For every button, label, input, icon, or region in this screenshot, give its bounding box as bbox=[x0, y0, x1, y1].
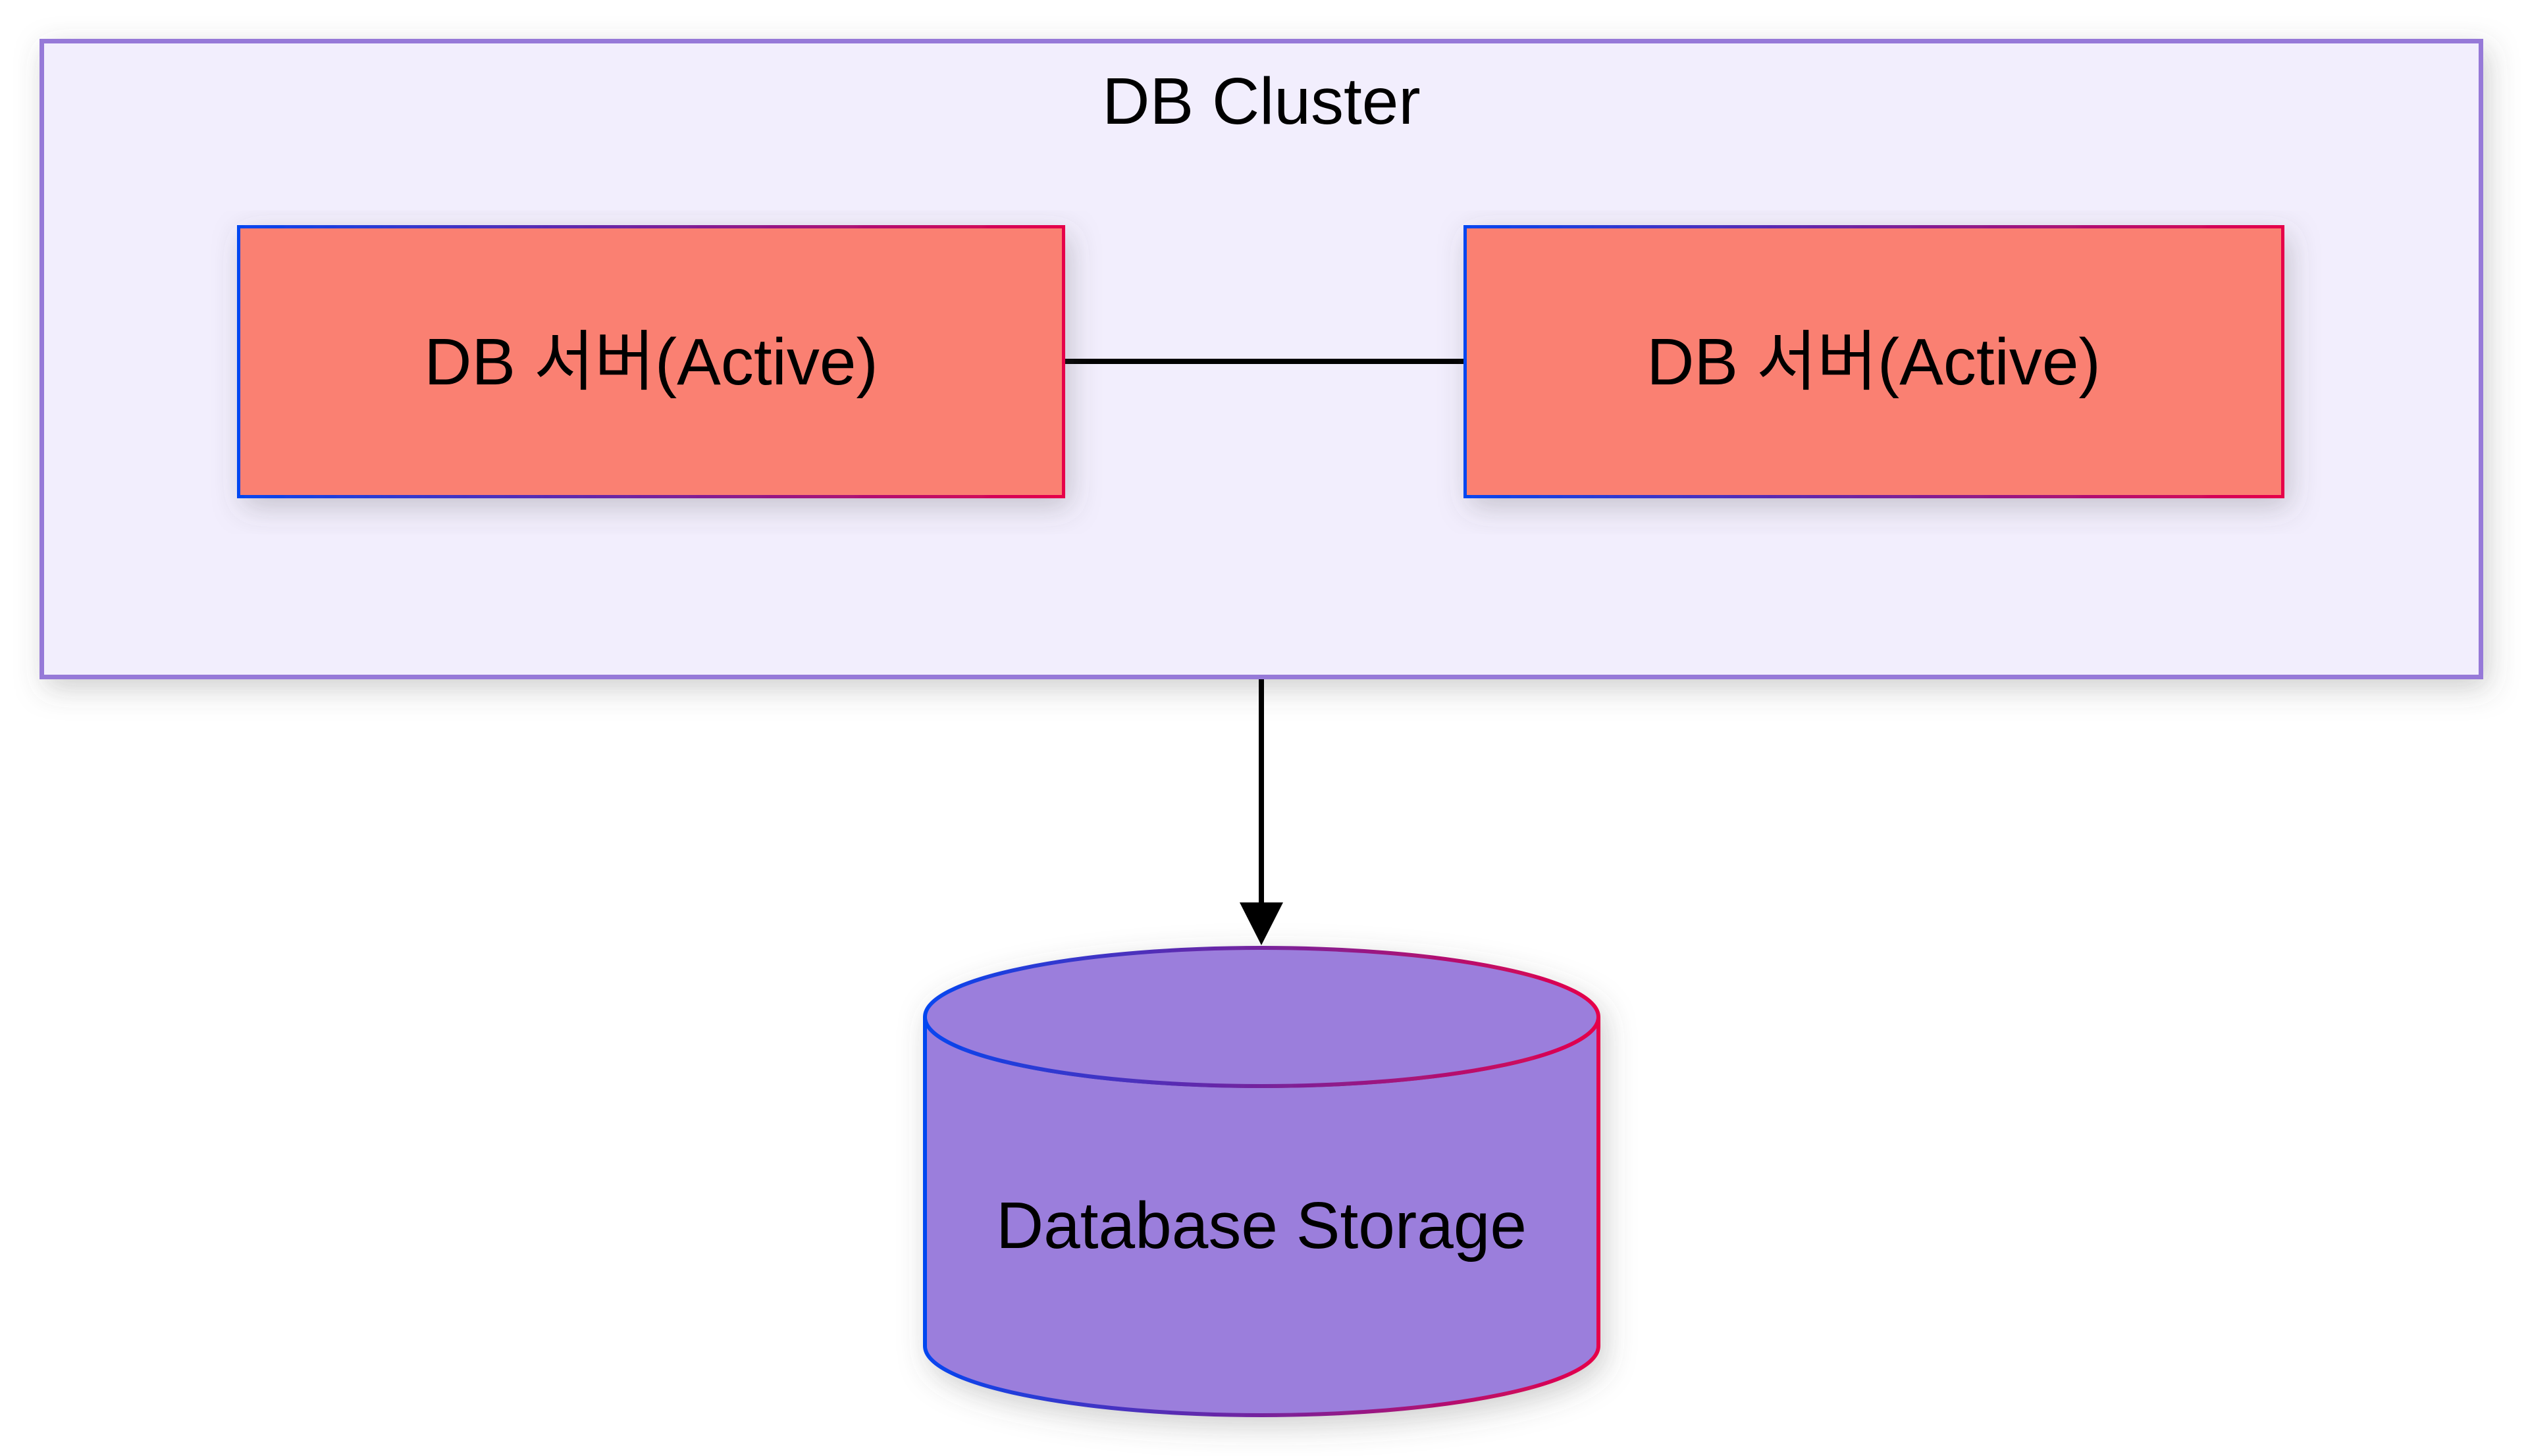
node-db-server-1-box bbox=[237, 225, 1065, 498]
node-db-server-2-box bbox=[1463, 225, 2284, 498]
node-db-server-2: DB 서버(Active) bbox=[1463, 225, 2284, 498]
cylinder-top bbox=[923, 946, 1600, 1088]
edge-cluster-storage bbox=[1240, 679, 1283, 945]
arrowhead-down-icon bbox=[1240, 902, 1283, 945]
node-database-storage: Database Storage bbox=[923, 946, 1600, 1417]
cluster-title: DB Cluster bbox=[1102, 65, 1420, 138]
node-database-storage-label: Database Storage bbox=[996, 1189, 1527, 1262]
node-db-server-1-label: DB 서버(Active) bbox=[424, 325, 878, 399]
node-db-server-2-label: DB 서버(Active) bbox=[1646, 325, 2101, 399]
node-db-server-1: DB 서버(Active) bbox=[237, 225, 1065, 498]
